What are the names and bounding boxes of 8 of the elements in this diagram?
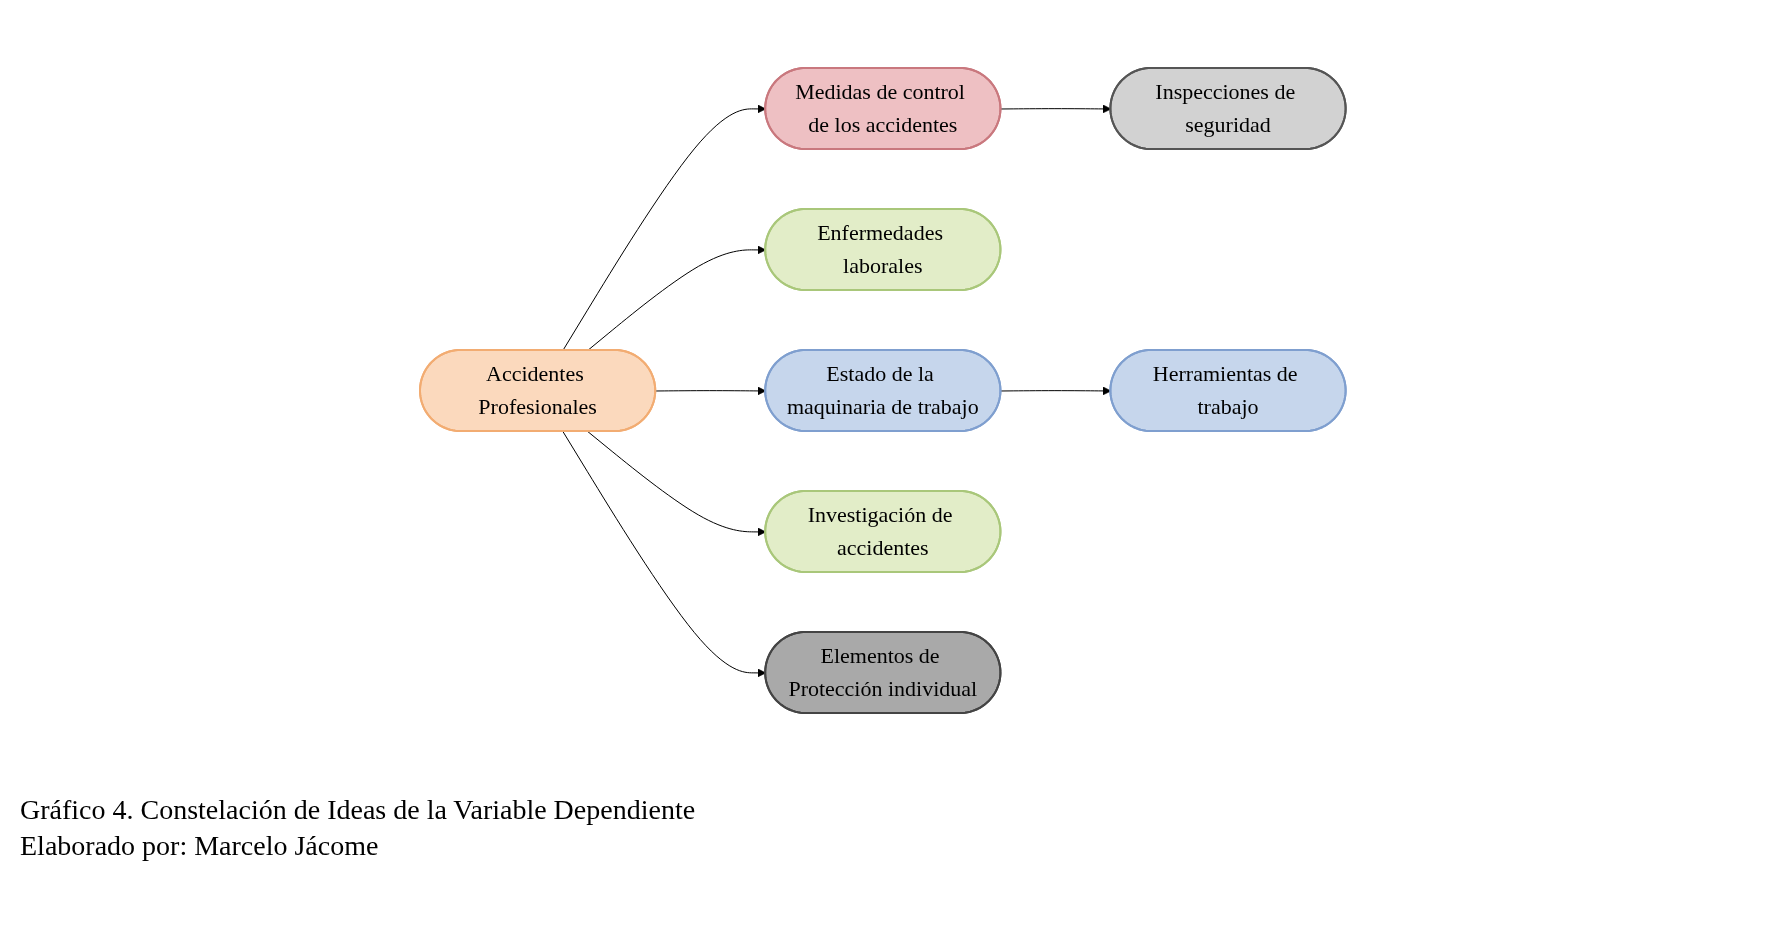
arrow [586,430,766,536]
arrow [562,104,766,351]
arrow [654,386,766,395]
caption: Gráfico 4. Constelación de Ideas de la Variable Dependiente [20,794,696,826]
arrow [1000,386,1111,395]
arrow [1000,104,1111,113]
note: Elaborado por: Marcelo Jácome [20,830,380,862]
arrow [562,430,766,677]
